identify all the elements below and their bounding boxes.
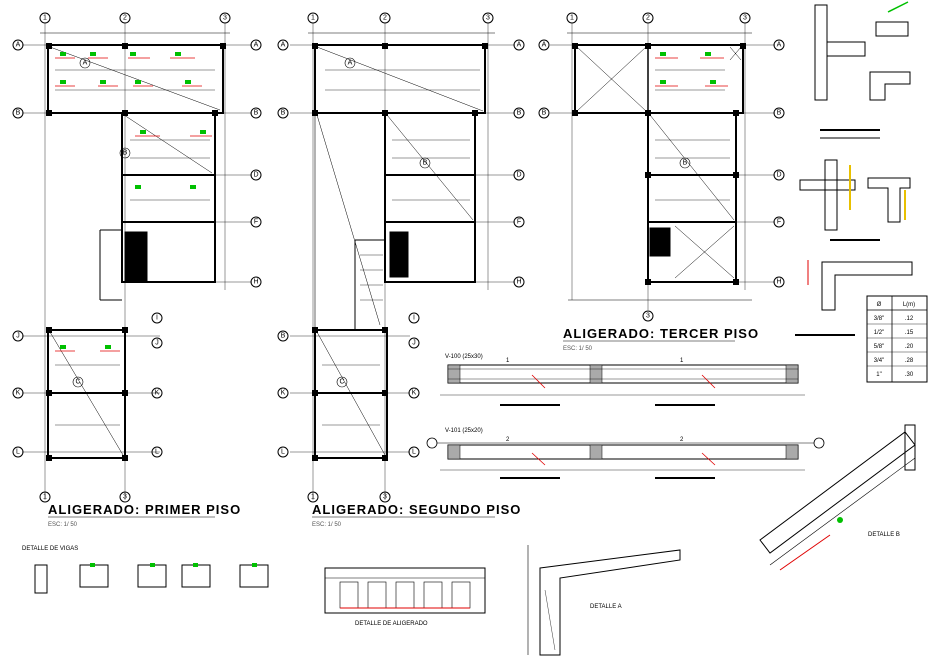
axis-B: B <box>281 110 286 117</box>
bar-table-cell: .15 <box>905 330 914 336</box>
axis-A: A <box>777 42 782 49</box>
axis-J: J <box>155 340 159 347</box>
joint-details <box>795 1 913 336</box>
beam-v101-label: V-101 (25x20) <box>445 428 483 434</box>
axis-3: 3 <box>743 15 747 22</box>
axis-A: A <box>254 42 259 49</box>
bar-table-cell: 3/4" <box>874 358 884 364</box>
beam-v101: V-101 (25x20) 2 2 <box>426 428 825 479</box>
panel-A: A <box>83 60 88 67</box>
axis-A: A <box>542 42 547 49</box>
bar-table-cell: .20 <box>905 344 914 350</box>
axis-2: 2 <box>383 15 387 22</box>
axis-B: B <box>777 110 782 117</box>
bar-table-cell: 1/2" <box>874 330 884 336</box>
axis-A: A <box>16 42 21 49</box>
axis-1: 1 <box>311 15 315 22</box>
detalle-a-label: DETALLE A <box>590 604 622 610</box>
axis-D: D <box>516 172 521 179</box>
detalle-b-label: DETALLE B <box>868 532 900 538</box>
axis-H: H <box>516 279 521 286</box>
bar-table-cell: 3/8" <box>874 316 884 322</box>
axis-1: 1 <box>570 15 574 22</box>
axis-K: K <box>155 390 160 397</box>
bar-table: Ø L(m) 3/8" .12 1/2" .15 5/8" .20 3/4" .… <box>866 295 928 383</box>
beam-v100-mark: 1 <box>680 358 684 364</box>
panel-B: B <box>123 150 128 157</box>
axis-2: 2 <box>123 15 127 22</box>
axis-L: L <box>281 449 285 456</box>
axis-3: 3 <box>383 494 387 501</box>
axis-3: 3 <box>123 494 127 501</box>
panel-B: B <box>423 160 428 167</box>
bar-table-cell: .12 <box>905 316 914 322</box>
axis-A: A <box>517 42 522 49</box>
bar-table-cell: 1" <box>876 372 881 378</box>
title-segundo-piso: ALIGERADO: SEGUNDO PISO <box>312 502 521 517</box>
plan-segundo-piso <box>277 12 525 503</box>
beam-v101-mark: 2 <box>506 437 510 443</box>
axis-B: B <box>16 110 21 117</box>
detalle-viguetas: DETALLE DE VIGAS <box>22 546 269 594</box>
plan-primer-piso <box>12 12 262 503</box>
panel-C: C <box>75 379 80 386</box>
title-tercer-piso: ALIGERADO: TERCER PISO <box>563 326 759 341</box>
axis-2: 2 <box>646 15 650 22</box>
axis-1: 1 <box>311 494 315 501</box>
axis-I: I <box>413 315 415 322</box>
scale-segundo-piso: ESC: 1/ 50 <box>312 522 342 528</box>
detalle-viguetas-label: DETALLE DE VIGAS <box>22 546 78 552</box>
bar-table-cell: .30 <box>905 372 914 378</box>
title-primer-piso: ALIGERADO: PRIMER PISO <box>48 502 241 517</box>
panel-A: A <box>348 60 353 67</box>
axis-D: D <box>776 172 781 179</box>
panel-C: C <box>339 379 344 386</box>
detalle-aligerado-label: DETALLE DE ALIGERADO <box>355 621 428 627</box>
plan-tercer-piso <box>538 12 785 322</box>
plan-titles: ALIGERADO: PRIMER PISO ESC: 1/ 50 ALIGER… <box>48 326 759 528</box>
detalle-a: DETALLE A <box>527 545 681 656</box>
beam-v100-label: V-100 (25x30) <box>445 354 483 360</box>
axis-J: J <box>412 340 416 347</box>
axis-1: 1 <box>43 494 47 501</box>
axis-B: B <box>542 110 547 117</box>
axis-B: B <box>281 333 286 340</box>
axis-H: H <box>776 279 781 286</box>
axis-B: B <box>254 110 259 117</box>
axis-labels: 1 2 3 1 2 3 1 2 3 1 3 1 3 3 A A B B D F … <box>16 15 782 501</box>
detalle-b: DETALLE B <box>759 424 916 571</box>
scale-primer-piso: ESC: 1/ 50 <box>48 522 78 528</box>
axis-3: 3 <box>223 15 227 22</box>
axis-K: K <box>281 390 286 397</box>
bar-table-header: Ø <box>877 302 882 308</box>
axis-F: F <box>517 219 521 226</box>
bar-table-cell: 5/8" <box>874 344 884 350</box>
axis-L: L <box>412 449 416 456</box>
axis-F: F <box>777 219 781 226</box>
axis-F: F <box>254 219 258 226</box>
axis-A: A <box>281 42 286 49</box>
axis-J: J <box>16 333 20 340</box>
axis-3: 3 <box>486 15 490 22</box>
scale-tercer-piso: ESC: 1/ 50 <box>563 346 593 352</box>
axis-I: I <box>156 315 158 322</box>
axis-B: B <box>517 110 522 117</box>
axis-K: K <box>16 390 21 397</box>
axis-3: 3 <box>646 313 650 320</box>
panel-B: B <box>683 160 688 167</box>
bar-table-cell: .28 <box>905 358 914 364</box>
axis-K: K <box>412 390 417 397</box>
beam-v101-mark: 2 <box>680 437 684 443</box>
detalle-aligerado: DETALLE DE ALIGERADO <box>324 567 486 627</box>
axis-D: D <box>253 172 258 179</box>
beam-v100-mark: 1 <box>506 358 510 364</box>
axis-1: 1 <box>43 15 47 22</box>
axis-L: L <box>16 449 20 456</box>
bar-table-header: L(m) <box>903 302 915 308</box>
axis-L: L <box>155 449 159 456</box>
beam-v100: V-100 (25x30) 1 1 <box>440 354 805 406</box>
axis-H: H <box>253 279 258 286</box>
